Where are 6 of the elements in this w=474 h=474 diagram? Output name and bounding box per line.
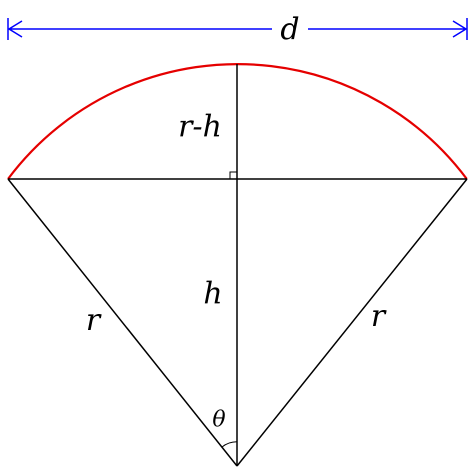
angle-label: θ [213, 409, 225, 427]
length-label: h [204, 280, 220, 304]
length-label: r [88, 314, 102, 330]
length-label: r [372, 310, 387, 326]
length-label: r-h [180, 114, 220, 136]
dimension-label: d [280, 16, 298, 40]
